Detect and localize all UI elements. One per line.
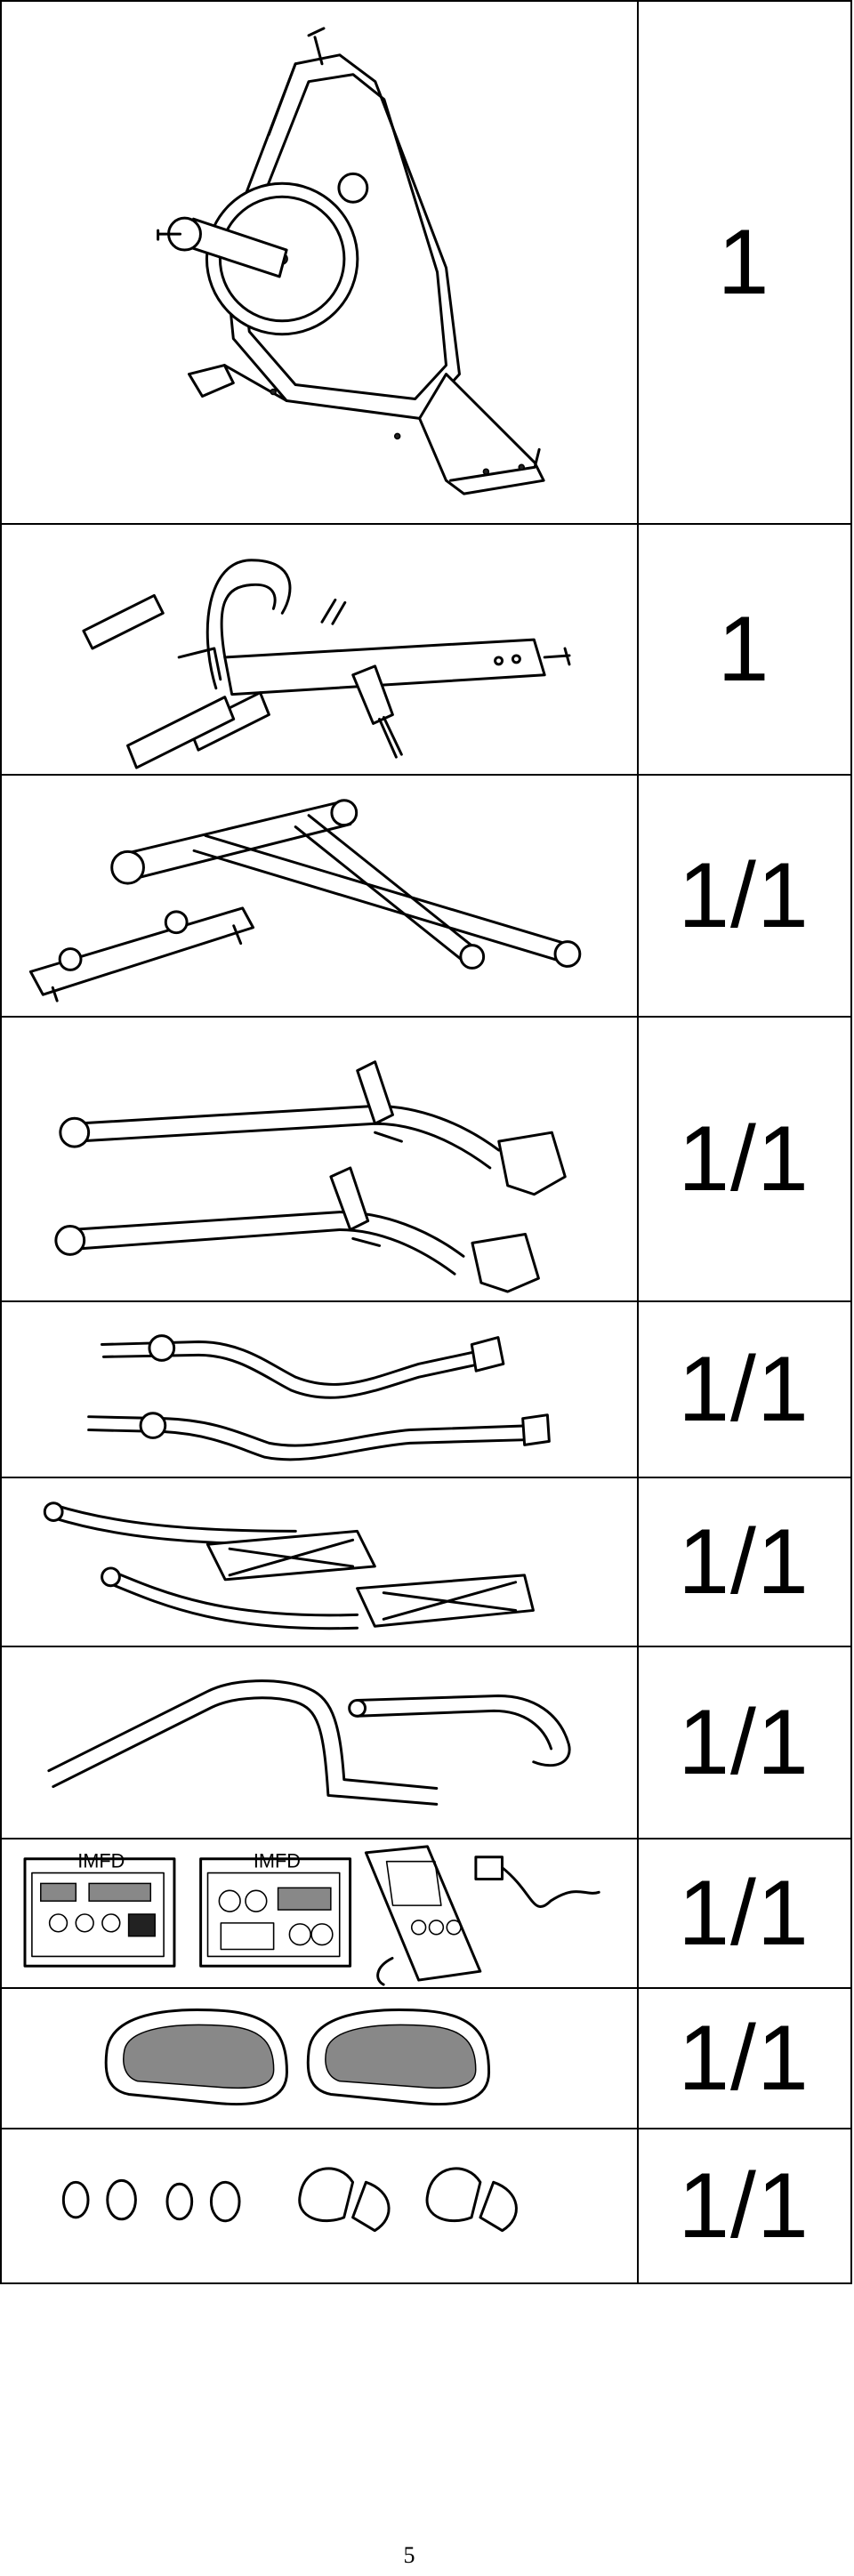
quantity-cell: 1 (717, 210, 770, 314)
table-row: 1/1 (0, 774, 852, 1018)
table-row: 1/1 (0, 1300, 852, 1478)
quantity-cell: 1/1 (678, 1861, 810, 1965)
pedals-illustration (2, 1989, 639, 2128)
table-row: 1 (0, 523, 852, 776)
table-row: 1 (0, 0, 852, 525)
pedal-rails-illustration (2, 1478, 639, 1646)
quantity-cell: 1/1 (678, 1690, 810, 1794)
manual-label-2: IMFD (254, 1850, 301, 1872)
manual-label-1: IMFD (77, 1850, 125, 1872)
table-row: IMFD IMFD 1/1 (0, 1838, 852, 1989)
handlebars-illustration (2, 1647, 639, 1838)
quantity-cell: 1/1 (678, 843, 810, 947)
table-row: 1/1 (0, 2128, 852, 2284)
caps-and-covers-illustration (2, 2129, 639, 2282)
quantity-cell: 1/1 (678, 2153, 810, 2258)
page-number: 5 (403, 2542, 415, 2568)
table-row: 1/1 (0, 1987, 852, 2129)
handlebar-post-illustration (2, 525, 639, 774)
stabilizers-illustration (2, 776, 639, 1016)
parts-table: 1 1 (0, 0, 852, 2284)
main-frame-illustration (2, 2, 639, 523)
swing-arms-illustration (2, 1018, 639, 1300)
quantity-cell: 1/1 (678, 1107, 810, 1211)
quantity-cell: 1/1 (678, 2006, 810, 2110)
connecting-rods-illustration (2, 1302, 639, 1477)
quantity-cell: 1/1 (678, 1509, 810, 1614)
quantity-cell: 1 (717, 597, 770, 701)
table-row: 1/1 (0, 1477, 852, 1647)
quantity-cell: 1/1 (678, 1337, 810, 1441)
table-row: 1/1 (0, 1646, 852, 1839)
console-and-manuals-illustration: IMFD IMFD (2, 1839, 639, 1987)
table-row: 1/1 (0, 1016, 852, 1302)
